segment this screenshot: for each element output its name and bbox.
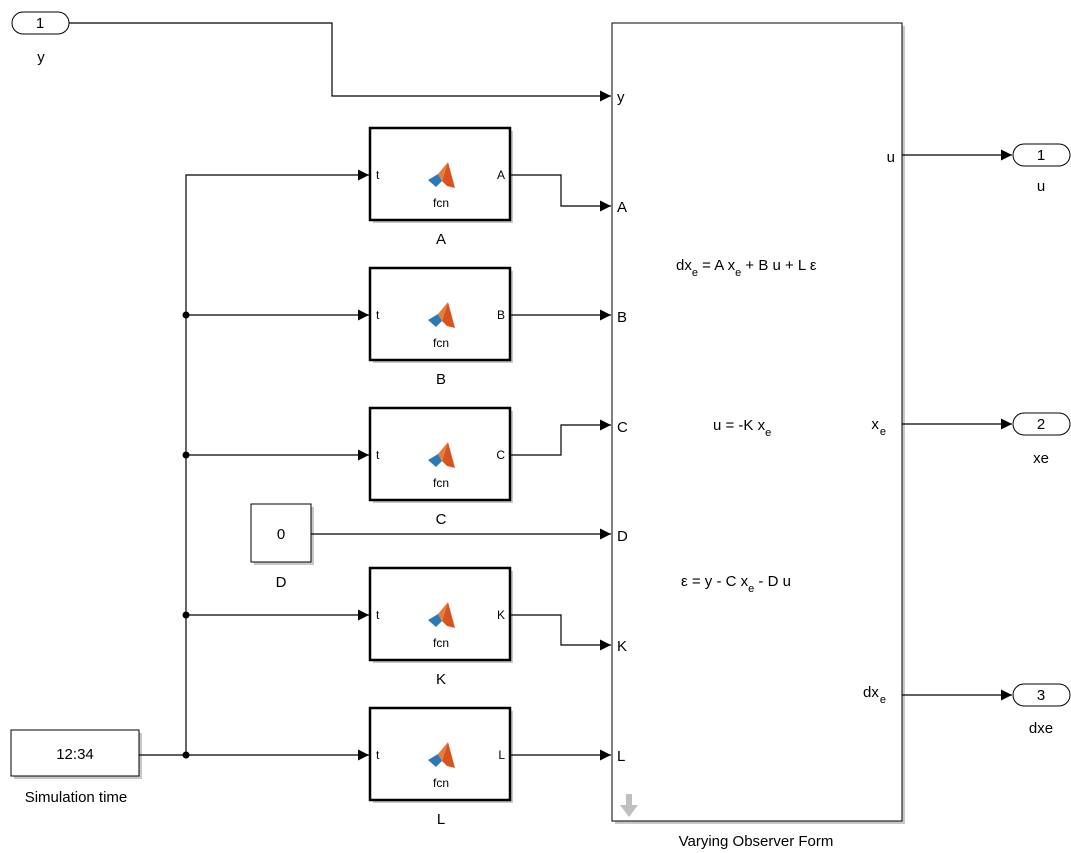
fcn-k-input-port: t (376, 608, 380, 622)
fcn-b-input-port: t (376, 308, 380, 322)
signal-time-bus[interactable] (185, 169, 369, 755)
fcn-block-c[interactable]: t C fcn C (368, 406, 513, 528)
branch-point (182, 311, 190, 319)
outport-u-number: 1 (1037, 147, 1045, 164)
fcn-block-a[interactable]: t A fcn A (368, 126, 513, 248)
fcn-a-text: fcn (433, 196, 449, 210)
inport-y-label: y (37, 49, 45, 66)
observer-port-l: L (617, 748, 625, 765)
constant-d-block[interactable]: 0 D (250, 503, 314, 591)
branch-point (182, 451, 190, 459)
outport-u-label: u (1037, 178, 1045, 195)
outport-dxe-label: dxe (1029, 720, 1053, 737)
observer-port-d: D (617, 528, 628, 545)
subsystem-arrow-icon[interactable] (620, 794, 638, 817)
constant-d-label: D (276, 574, 287, 591)
outport-dxe[interactable]: 3 dxe (1012, 683, 1071, 737)
fcn-block-k[interactable]: t K fcn K (368, 566, 513, 688)
fcn-c-label: C (436, 511, 447, 528)
fcn-c-text: fcn (433, 476, 449, 490)
varying-observer-form-block[interactable]: y A B C D K L u xe dxe dxe = A xe + B u … (611, 22, 905, 850)
fcn-b-text: fcn (433, 336, 449, 350)
fcn-k-label: K (436, 671, 446, 688)
outport-dxe-number: 3 (1037, 687, 1045, 704)
fcn-c-output-port: C (496, 448, 505, 462)
outport-xe[interactable]: 2 xe (1012, 412, 1071, 467)
fcn-c-input-port: t (376, 448, 380, 462)
fcn-l-label: L (437, 811, 445, 828)
fcn-b-label: B (436, 371, 446, 388)
fcn-block-l[interactable]: t L fcn L (368, 706, 513, 828)
equation-control: u = -K xe (713, 417, 771, 439)
observer-port-dxe: dxe (863, 684, 886, 706)
inport-y[interactable]: 1 y (11, 11, 70, 66)
observer-port-xe: xe (871, 416, 886, 438)
branch-point (182, 751, 190, 759)
outport-xe-number: 2 (1037, 416, 1045, 433)
fcn-k-text: fcn (433, 636, 449, 650)
fcn-l-output-port: L (498, 748, 505, 762)
fcn-a-output-port: A (497, 168, 505, 182)
outport-u[interactable]: 1 u (1012, 143, 1071, 195)
outport-xe-label: xe (1033, 450, 1049, 467)
fcn-a-input-port: t (376, 168, 380, 182)
equation-state: dxe = A xe + B u + L ε (676, 257, 817, 279)
signal-y[interactable] (69, 22, 611, 102)
observer-port-y: y (617, 89, 625, 106)
signal-a[interactable] (510, 174, 611, 212)
observer-block-label: Varying Observer Form (679, 833, 834, 850)
signal-k[interactable] (510, 614, 611, 651)
fcn-l-text: fcn (433, 776, 449, 790)
fcn-b-output-port: B (497, 308, 505, 322)
fcn-k-output-port: K (497, 608, 505, 622)
equation-error: ε = y - C xe - D u (681, 573, 791, 595)
signal-c[interactable] (510, 419, 611, 456)
constant-d-value: 0 (277, 526, 285, 543)
branch-point (182, 611, 190, 619)
observer-port-c: C (617, 419, 628, 436)
observer-port-b: B (617, 309, 627, 326)
signal-lines (69, 22, 1012, 761)
observer-port-k: K (617, 638, 627, 655)
fcn-l-input-port: t (376, 748, 380, 762)
simulation-time-block[interactable]: 12:34 Simulation time (10, 729, 142, 806)
observer-port-a: A (617, 199, 627, 216)
simulation-time-label: Simulation time (25, 789, 128, 806)
simulation-time-value: 12:34 (56, 746, 94, 763)
fcn-block-b[interactable]: t B fcn B (368, 266, 513, 388)
inport-y-number: 1 (36, 15, 44, 32)
observer-port-u: u (887, 149, 895, 166)
fcn-a-label: A (436, 231, 446, 248)
